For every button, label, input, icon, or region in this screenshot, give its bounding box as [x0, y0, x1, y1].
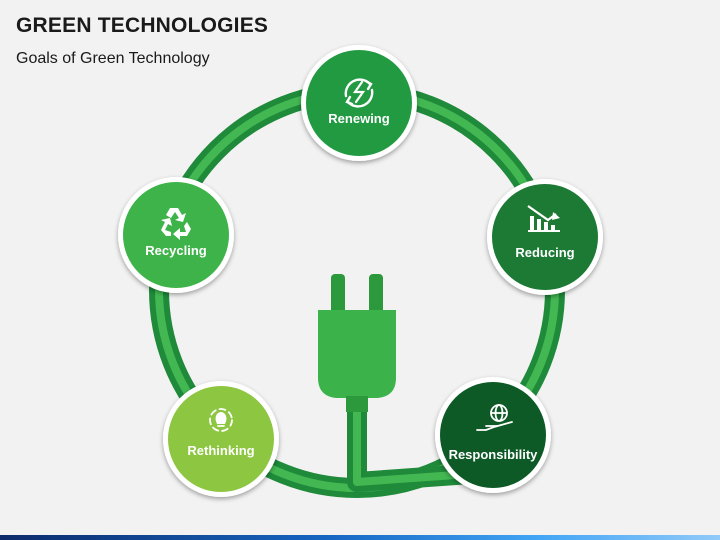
node-rethinking	[163, 381, 279, 497]
node-reducing	[487, 179, 603, 295]
globe-hand-icon	[476, 404, 513, 431]
page-subtitle: Goals of Green Technology	[16, 50, 210, 67]
page-title: GREEN TECHNOLOGIES	[16, 14, 269, 37]
reducing-chart-icon	[527, 205, 560, 232]
recycle-icon	[161, 208, 191, 240]
node-renewing	[301, 45, 417, 161]
node-label-renewing: Renewing	[328, 111, 389, 126]
node-label-recycling: Recycling	[145, 243, 206, 258]
bottom-accent-bar	[0, 535, 720, 540]
plug-icon	[318, 274, 396, 412]
node-label-reducing: Reducing	[515, 245, 574, 260]
node-label-responsibility: Responsibility	[449, 447, 539, 462]
renew-energy-icon	[344, 78, 374, 108]
plug-cord	[347, 400, 471, 492]
lightbulb-cycle-icon	[209, 408, 233, 432]
node-label-rethinking: Rethinking	[187, 443, 254, 458]
node-responsibility	[435, 377, 551, 493]
